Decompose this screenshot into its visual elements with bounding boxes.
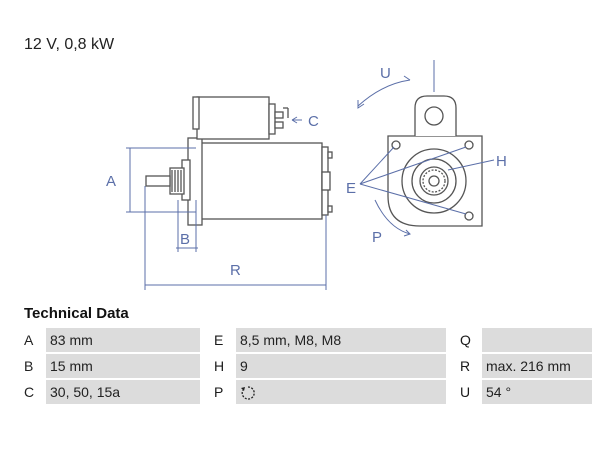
spec-value: 15 mm [46, 352, 200, 378]
shaft [145, 175, 171, 187]
diagram-label-c: C [308, 113, 319, 130]
diagram-label-h: H [496, 153, 507, 170]
spec-value: 9 [236, 352, 446, 378]
diagram-label-e: E [346, 180, 356, 197]
spec-value: 54 ° [482, 378, 592, 404]
spec-key: P [210, 378, 236, 404]
spec-value [482, 328, 592, 352]
spec-value: 30, 50, 15a [46, 378, 200, 404]
spec-key: B [20, 352, 46, 378]
diagram-label-r: R [230, 262, 241, 279]
technical-data-table: A 83 mm E 8,5 mm, M8, M8 Q B 15 mm H 9 R… [20, 328, 592, 404]
spec-key: C [20, 378, 46, 404]
spec-value: 8,5 mm, M8, M8 [236, 328, 446, 352]
table-row: C 30, 50, 15a P U 54 ° [20, 378, 592, 404]
diagram-label-a: A [106, 173, 116, 190]
table-row: B 15 mm H 9 R max. 216 mm [20, 352, 592, 378]
spec-key: H [210, 352, 236, 378]
diagram-label-p: P [372, 229, 382, 246]
solenoid [196, 96, 270, 140]
technical-data-title: Technical Data [24, 305, 129, 322]
spec-key: E [210, 328, 236, 352]
spec-value: max. 216 mm [482, 352, 592, 378]
spec-key: A [20, 328, 46, 352]
diagram-label-b: B [180, 231, 190, 248]
spec-value: 83 mm [46, 328, 200, 352]
spec-key: R [456, 352, 482, 378]
spec-heading: 12 V, 0,8 kW [24, 36, 115, 53]
rotation-direction-icon [241, 385, 255, 400]
table-row: A 83 mm E 8,5 mm, M8, M8 Q [20, 328, 592, 352]
motor-body [199, 142, 323, 220]
diagram-label-u: U [380, 65, 391, 82]
spec-key: Q [456, 328, 482, 352]
starter-motor-diagram: A B C R E H P U [106, 60, 507, 290]
spec-value-rotation [236, 378, 446, 404]
spec-key: U [456, 378, 482, 404]
